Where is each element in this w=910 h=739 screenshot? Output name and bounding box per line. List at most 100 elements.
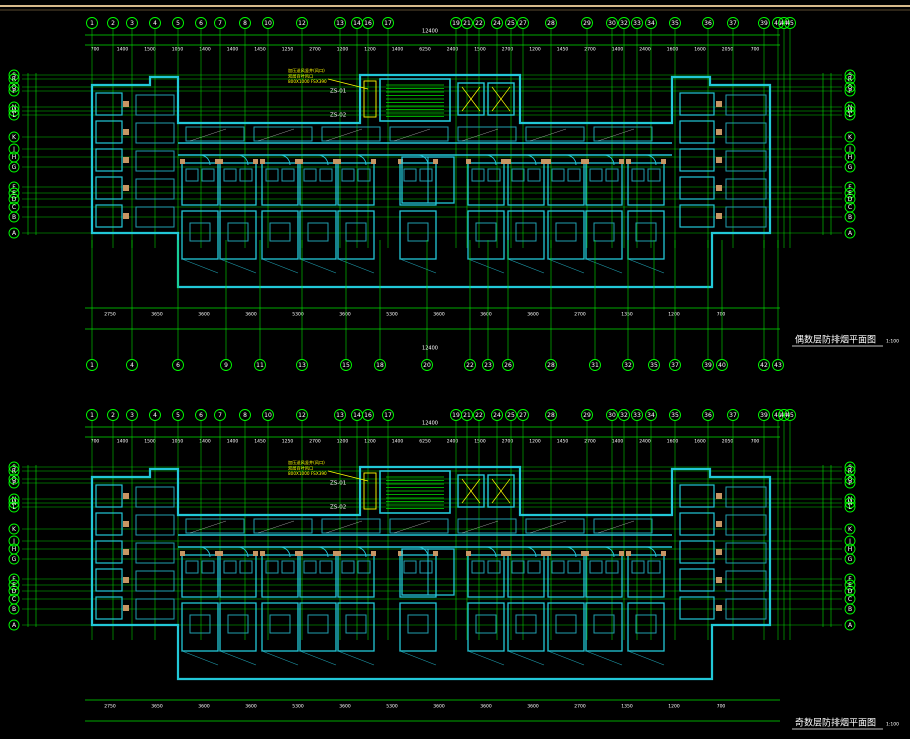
axis-label-right: N bbox=[848, 496, 853, 503]
room-inner bbox=[475, 614, 497, 634]
axis-bubble bbox=[254, 359, 266, 371]
balcony-line bbox=[585, 650, 623, 666]
axis-label-bottom: 18 bbox=[376, 362, 384, 369]
wall-fill bbox=[716, 493, 722, 499]
column-fill bbox=[501, 159, 506, 164]
apartment-unit-upper bbox=[585, 554, 623, 598]
right-wing-room bbox=[725, 570, 767, 592]
bathroom bbox=[403, 168, 417, 182]
zs-tag: ZS-02 bbox=[330, 505, 346, 511]
column-fill bbox=[253, 551, 258, 556]
left-wing-room bbox=[95, 204, 123, 228]
apartment-unit-lower bbox=[337, 602, 375, 652]
axis-bubble bbox=[262, 17, 274, 29]
axis-bubble bbox=[8, 523, 20, 535]
axis-label-top: 32 bbox=[620, 412, 628, 419]
top-dimension-label: 1600 bbox=[667, 47, 679, 53]
bottom-dimension-label: 3600 bbox=[245, 312, 257, 318]
corridor-room bbox=[593, 126, 653, 142]
top-dimension-label: 700 bbox=[91, 47, 100, 53]
column-fill bbox=[626, 551, 631, 556]
axis-bubble bbox=[844, 101, 856, 113]
top-dimension-label: 700 bbox=[751, 439, 760, 445]
corridor-room bbox=[457, 518, 517, 534]
room-inner bbox=[269, 614, 291, 634]
bathroom bbox=[201, 560, 215, 574]
bathroom bbox=[265, 560, 279, 574]
axis-label-right: E bbox=[848, 190, 852, 197]
axis-label-right: R bbox=[848, 76, 852, 83]
axis-bubble bbox=[8, 477, 20, 489]
apartment-unit-upper bbox=[181, 554, 219, 598]
right-wing-room bbox=[679, 176, 715, 200]
axis-label-bottom: 37 bbox=[671, 362, 679, 369]
axis-bubble bbox=[758, 409, 770, 421]
top-dimension-label: 1400 bbox=[199, 439, 211, 445]
column-fill bbox=[336, 551, 341, 556]
axis-label-top: 6 bbox=[199, 412, 203, 419]
apartment-unit-lower bbox=[627, 602, 665, 652]
axis-label-bottom: 32 bbox=[624, 362, 632, 369]
axis-bubble bbox=[669, 359, 681, 371]
axis-bubble bbox=[334, 17, 346, 29]
axis-label-bottom: 20 bbox=[423, 362, 431, 369]
duct-line bbox=[529, 520, 567, 534]
axis-bubble bbox=[86, 17, 98, 29]
top-dimension-label: 1200 bbox=[337, 439, 349, 445]
axis-label-right: J bbox=[848, 146, 851, 153]
axis-bubble bbox=[758, 359, 770, 371]
top-dimension-label: 1500 bbox=[474, 47, 486, 53]
axis-label-left: H bbox=[12, 546, 17, 553]
axis-bubble bbox=[844, 493, 856, 505]
axis-label-top: 3 bbox=[130, 412, 134, 419]
bottom-dimension-label: 1350 bbox=[621, 312, 633, 318]
axis-label-left: G bbox=[12, 164, 17, 171]
column-fill bbox=[501, 551, 506, 556]
axis-label-top: 24 bbox=[493, 20, 501, 27]
axis-label-top: 14 bbox=[353, 20, 361, 27]
apartment-unit-upper bbox=[261, 554, 299, 598]
axis-bubble bbox=[195, 17, 207, 29]
apartment-unit-upper bbox=[261, 162, 299, 206]
corridor-room bbox=[253, 126, 313, 142]
axis-bubble bbox=[8, 187, 20, 199]
right-wing-room bbox=[679, 148, 715, 172]
wall-fill bbox=[123, 185, 129, 191]
axis-bubble bbox=[8, 461, 20, 473]
bottom-dimension-label: 3600 bbox=[527, 704, 539, 710]
duct-line bbox=[393, 520, 431, 534]
bottom-dimension-label: 700 bbox=[717, 704, 726, 710]
axis-bubble bbox=[482, 359, 494, 371]
axis-bubble bbox=[505, 17, 517, 29]
bathroom bbox=[511, 168, 525, 182]
axis-bubble bbox=[844, 473, 856, 485]
column-fill bbox=[295, 551, 300, 556]
axis-label-right: C bbox=[848, 596, 852, 603]
stair-core bbox=[379, 78, 451, 122]
note-leader bbox=[327, 470, 369, 482]
axis-label-top: 45 bbox=[786, 412, 794, 419]
apartment-unit-upper bbox=[585, 162, 623, 206]
corridor-room bbox=[593, 518, 653, 534]
axis-bubble bbox=[8, 109, 20, 121]
bottom-dimension-label: 3600 bbox=[245, 704, 257, 710]
left-wing-room bbox=[135, 598, 175, 620]
duct-line bbox=[257, 128, 295, 142]
axis-bubble bbox=[844, 501, 856, 513]
wall-fill bbox=[716, 605, 722, 611]
axis-label-left: K bbox=[12, 526, 17, 533]
apartment-unit-lower bbox=[219, 602, 257, 652]
apartment-unit-upper bbox=[507, 554, 545, 598]
bottom-dimension-label: 5300 bbox=[292, 704, 304, 710]
apartment-unit-upper bbox=[507, 162, 545, 206]
axis-bubble bbox=[844, 131, 856, 143]
duct-line bbox=[597, 520, 635, 534]
apartment-unit-upper bbox=[337, 554, 375, 598]
axis-bubble bbox=[107, 409, 119, 421]
bottom-dimension-label: 2700 bbox=[574, 704, 586, 710]
top-dimension-label: 1400 bbox=[227, 439, 239, 445]
axis-bubble bbox=[844, 535, 856, 547]
room-inner bbox=[593, 614, 615, 634]
zs-tag: ZS-01 bbox=[330, 481, 346, 487]
axis-bubble bbox=[8, 497, 20, 509]
